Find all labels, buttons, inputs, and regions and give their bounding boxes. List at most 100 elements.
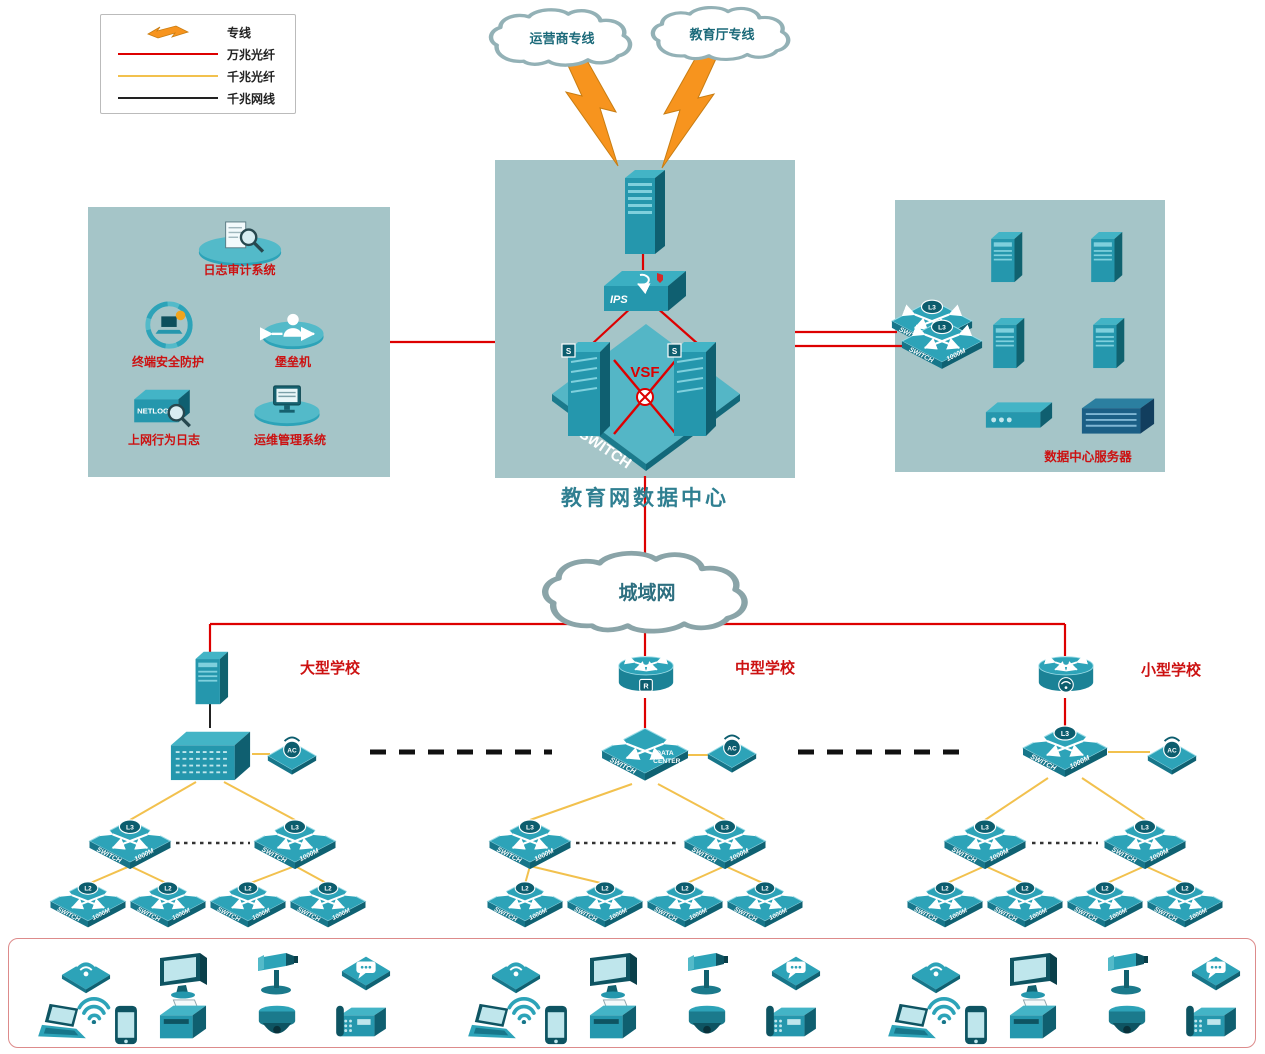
server-icon [986,228,1024,286]
ptz-camera-icon [250,948,304,996]
ops-management-icon [254,385,320,427]
server-icon [1088,314,1126,372]
l2-switch-icon [208,880,288,930]
l2-switch-icon [905,880,985,930]
legend-label: 万兆光纤 [227,47,276,62]
data-center-title: 教育网数据中心 [561,485,729,510]
dome-camera-icon [682,1000,732,1044]
desktop-computer-icon [1006,950,1062,1000]
large-school-gateway-icon [168,726,253,782]
l2-switch-icon [985,880,1065,930]
endpoint-group-medium-school [458,944,850,1048]
fax-phone-icon [334,1000,390,1044]
l3-switch-icon [252,818,338,872]
legend-label: 千兆光纤 [227,69,276,84]
endpoint-group-large-school [28,944,420,1048]
server-icon [1086,228,1124,286]
instant-message-icon [340,952,392,994]
l2-switch-icon [1145,880,1225,930]
endpoint-protection-label: 终端安全防护 [131,355,204,369]
large-school-label: 大型学校 [299,660,360,677]
endpoint-protection-icon [145,301,193,349]
l2-switch-icon [725,880,805,930]
ops-management-label: 运维管理系统 [253,433,326,447]
dome-camera-icon [1102,1000,1152,1044]
wifi-signal-icon [502,984,544,1024]
legend-label: 专线 [227,25,252,40]
netlog-label: 上网行为日志 [127,433,200,447]
carrier-cloud-label: 运营商专线 [529,31,595,46]
printer-icon [154,998,212,1046]
small-school-core-switch-icon [1020,724,1110,780]
desktop-computer-icon [586,950,642,1000]
bastion-host-label: 堡垒机 [274,355,311,369]
legend: 专线 万兆光纤 千兆光纤 千兆网线 [100,14,296,114]
ptz-camera-icon [1100,948,1154,996]
medium-school-ac-icon [706,734,758,774]
l2-switch-icon [565,880,645,930]
printer-icon [584,998,642,1046]
fax-phone-icon [1184,1000,1240,1044]
smartphone-icon [540,1004,572,1046]
netlog-badge: NETLOG [137,407,169,416]
l2-switch-icon [1065,880,1145,930]
l2-switch-icon [288,880,368,930]
legend-row: 千兆网线 [109,87,287,109]
man-cloud-label: 城域网 [618,582,676,604]
ptz-camera-icon [680,948,734,996]
endpoint-devices-box [8,938,1256,1048]
l3-switch-icon [1102,818,1188,872]
log-audit-system-icon [198,221,282,266]
legend-row: 万兆光纤 [109,43,287,65]
l2-switch-icon [485,880,565,930]
lightning-bolt-education-icon [661,49,721,169]
small-school-label: 小型学校 [1140,662,1201,679]
carrier-line-cloud: 运营商专线 [486,6,638,70]
fax-phone-icon [764,1000,820,1044]
ips-device-icon [602,266,688,316]
large-school-server-icon [186,650,234,706]
bastion-host-icon [260,313,324,350]
red-line-legend-icon [118,53,218,55]
core-firewall-tower-icon [617,166,669,258]
l3-switch-icon [87,818,173,872]
vsf-member-switch-icon [560,336,614,440]
l2-switch-icon [645,880,725,930]
rack-device-icon [1081,398,1155,434]
smartphone-icon [960,1004,992,1046]
instant-message-icon [770,952,822,994]
education-cloud-label: 教育厅专线 [689,27,755,42]
instant-message-icon [1190,952,1242,994]
netlog-system-icon: NETLOG [134,389,191,428]
legend-row: 专线 [109,21,287,43]
legend-row: 千兆光纤 [109,65,287,87]
server-icon [988,314,1026,372]
wifi-signal-icon [72,984,114,1024]
man-cloud: 城域网 [538,548,756,638]
legend-label: 千兆网线 [227,91,276,106]
l3-switch-icon [682,818,768,872]
large-school-ac-icon [266,736,318,776]
vsf-member-switch-icon [666,336,720,440]
small-school-router-icon [1037,650,1095,698]
l2-switch-icon [48,880,128,930]
dome-camera-icon [252,1000,302,1044]
desktop-computer-icon [156,950,212,1000]
endpoint-group-small-school [878,944,1265,1048]
server-farm-switch-icon [900,318,984,372]
yellow-line-legend-icon [118,75,218,77]
log-audit-system-label: 日志审计系统 [203,263,276,277]
1g-fiber-links [87,751,1186,885]
l3-switch-icon [487,818,573,872]
server-farm-label: 数据中心服务器 [1044,450,1132,464]
l2-switch-icon [128,880,208,930]
smartphone-icon [110,1004,142,1046]
printer-icon [1004,998,1062,1046]
education-line-cloud: 教育厅专线 [648,4,796,64]
medium-school-router-icon [617,650,675,698]
l3-switch-icon [942,818,1028,872]
medium-school-core-switch-icon [600,726,690,784]
vsf-label: VSF [630,364,660,381]
storage-array-icon [985,402,1053,428]
